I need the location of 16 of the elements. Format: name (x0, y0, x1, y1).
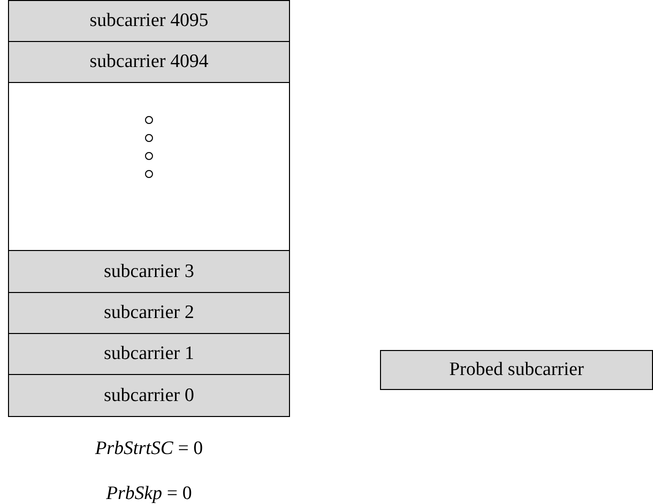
subcarrier-label: subcarrier 4094 (90, 51, 208, 73)
subcarrier-box (8, 333, 290, 375)
subcarrier-label: subcarrier 1 (104, 343, 194, 365)
subcarrier-label: subcarrier 3 (104, 260, 194, 282)
parameter-note: PrbSkp = 0 (105, 483, 193, 504)
subcarrier-box (8, 374, 290, 417)
parameter-note: PrbStrtSC = 0 (94, 438, 204, 460)
gap-box (8, 82, 290, 251)
subcarrier-box (8, 250, 290, 293)
subcarrier-label: subcarrier 2 (104, 302, 194, 324)
subcarrier-label: subcarrier 0 (104, 384, 194, 406)
subcarrier-box (8, 0, 290, 42)
subcarrier-box (8, 41, 290, 83)
subcarrier-label: subcarrier 4095 (90, 10, 208, 32)
legend-label: Probed subcarrier (449, 359, 584, 381)
subcarrier-box (8, 292, 290, 334)
